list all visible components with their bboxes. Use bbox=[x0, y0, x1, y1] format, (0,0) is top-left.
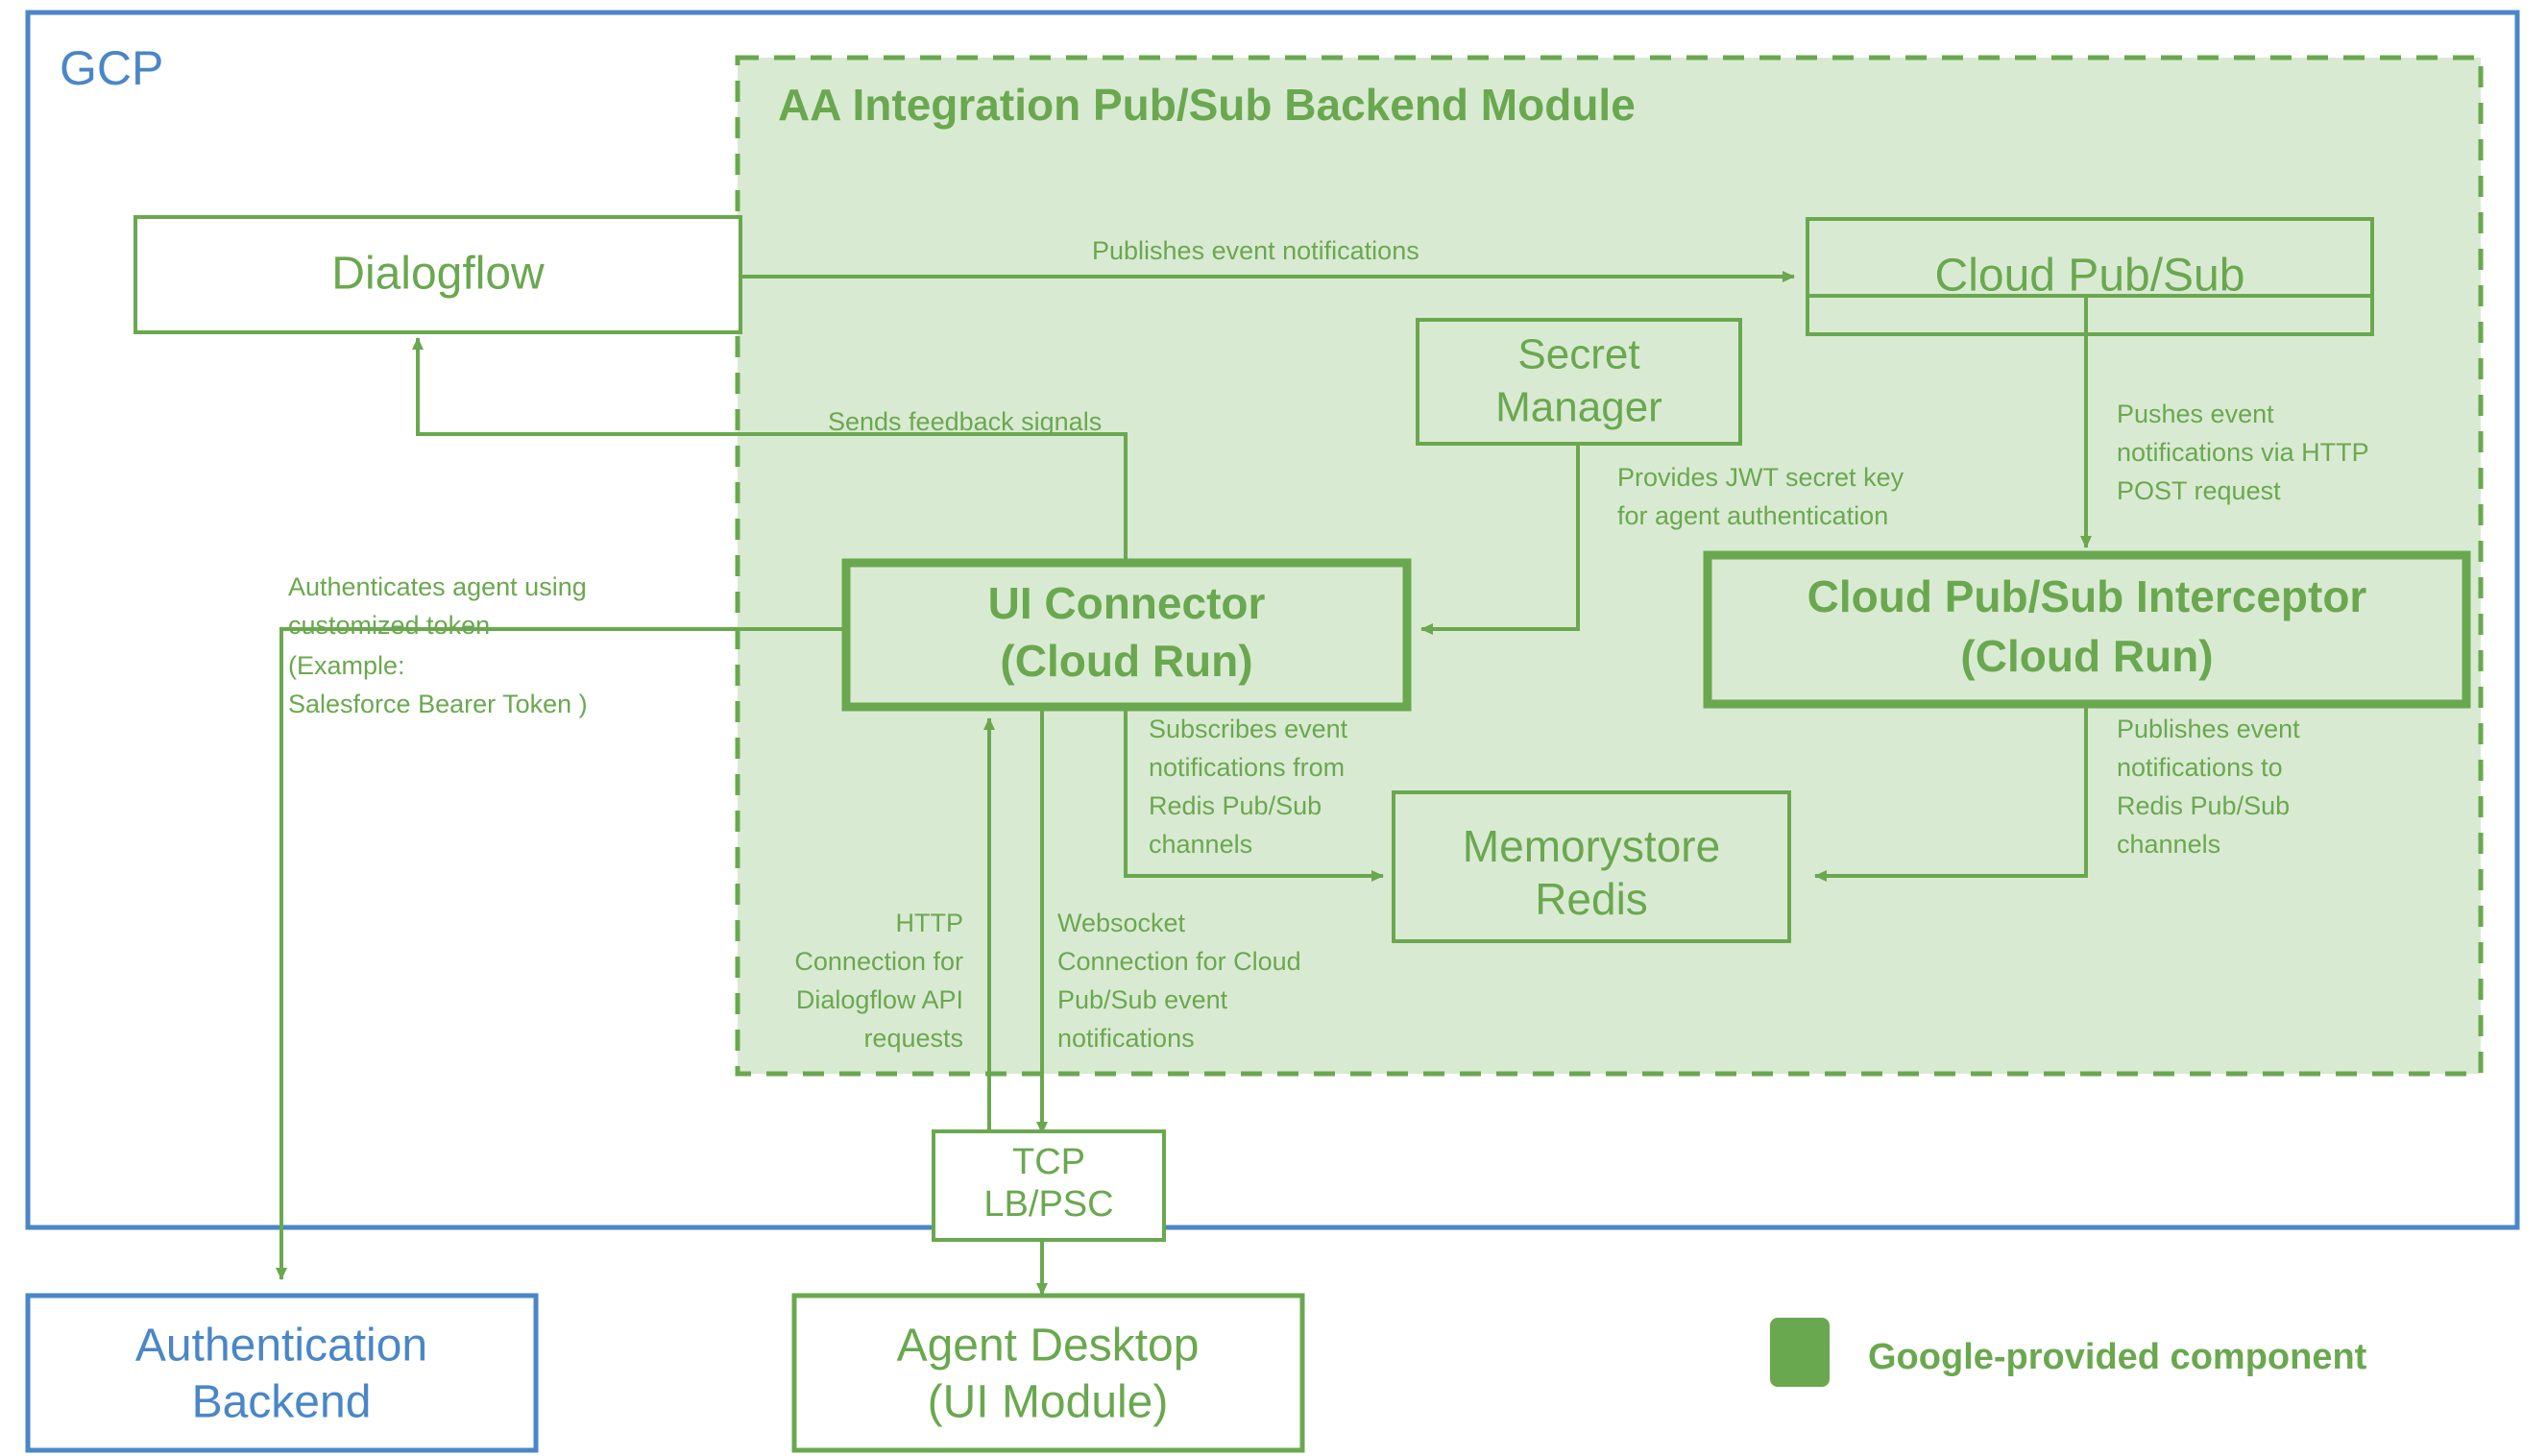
svg-text:channels: channels bbox=[2117, 830, 2220, 859]
node-cloud-pubsub[interactable]: Cloud Pub/Sub bbox=[1806, 217, 2374, 302]
svg-text:Salesforce Bearer Token ): Salesforce Bearer Token ) bbox=[288, 690, 588, 718]
svg-text:Connection for: Connection for bbox=[794, 947, 963, 976]
node-tcp-lb-psc[interactable]: TCP LB/PSC bbox=[932, 1129, 1166, 1242]
edge-label-websocket-connection: Websocket Connection for Cloud Pub/Sub e… bbox=[1057, 909, 1301, 1053]
svg-text:notifications via HTTP: notifications via HTTP bbox=[2117, 438, 2369, 467]
node-secret-manager-label-1: Secret bbox=[1517, 331, 1639, 378]
edge-uiconnector-to-authbackend bbox=[276, 627, 845, 1280]
svg-text:Redis Pub/Sub: Redis Pub/Sub bbox=[2117, 791, 2290, 820]
svg-text:POST request: POST request bbox=[2117, 476, 2281, 505]
svg-text:Connection for Cloud: Connection for Cloud bbox=[1057, 947, 1301, 976]
node-secret-manager[interactable]: Secret Manager bbox=[1416, 318, 1742, 446]
svg-text:Redis Pub/Sub: Redis Pub/Sub bbox=[1149, 791, 1322, 820]
svg-text:channels: channels bbox=[1149, 830, 1252, 859]
edge-label-pushes-event-http-post: Pushes event notifications via HTTP POST… bbox=[2117, 400, 2369, 505]
node-interceptor[interactable]: Cloud Pub/Sub Interceptor (Cloud Run) bbox=[1703, 550, 2471, 709]
node-ui-connector-label-2: (Cloud Run) bbox=[1000, 636, 1252, 686]
node-ui-connector-label-1: UI Connector bbox=[988, 578, 1266, 628]
svg-text:customized token: customized token bbox=[288, 611, 490, 640]
edge-label-sends-feedback-signals: Sends feedback signals bbox=[828, 407, 1102, 436]
node-secret-manager-label-2: Manager bbox=[1495, 384, 1662, 431]
node-auth-backend-label-2: Backend bbox=[192, 1377, 372, 1428]
gcp-label: GCP bbox=[60, 41, 163, 95]
edge-secretmanager-to-uiconnector bbox=[1420, 444, 1580, 635]
node-interceptor-label-1: Cloud Pub/Sub Interceptor bbox=[1807, 571, 2367, 621]
legend-label: Google-provided component bbox=[1868, 1337, 2367, 1377]
node-memorystore-redis-label-1: Memorystore bbox=[1463, 821, 1720, 871]
edge-uiconnector-to-memorystore bbox=[1124, 706, 1384, 882]
node-interceptor-label-2: (Cloud Run) bbox=[1960, 631, 2213, 681]
node-memorystore-redis[interactable]: Memorystore Redis bbox=[1392, 790, 1791, 943]
svg-text:notifications to: notifications to bbox=[2117, 753, 2283, 782]
edge-label-http-connection: HTTP Connection for Dialogflow API reque… bbox=[794, 909, 963, 1053]
edge-label-publishes-redis: Publishes event notifications to Redis P… bbox=[2117, 715, 2300, 859]
node-agent-desktop[interactable]: Agent Desktop (UI Module) bbox=[791, 1293, 1305, 1453]
node-cloud-pubsub-outline bbox=[1806, 217, 2374, 336]
svg-text:Dialogflow API: Dialogflow API bbox=[796, 985, 963, 1014]
svg-text:(Example:: (Example: bbox=[288, 651, 405, 680]
node-agent-desktop-label-2: (UI Module) bbox=[928, 1377, 1169, 1428]
svg-text:Sends feedback signals: Sends feedback signals bbox=[828, 407, 1102, 436]
svg-text:Pushes event: Pushes event bbox=[2117, 400, 2274, 428]
svg-text:Subscribes event: Subscribes event bbox=[1149, 715, 1348, 743]
node-ui-connector[interactable]: UI Connector (Cloud Run) bbox=[841, 558, 1412, 712]
svg-text:Authenticates agent using: Authenticates agent using bbox=[288, 572, 587, 601]
node-dialogflow[interactable]: Dialogflow bbox=[133, 215, 742, 334]
legend-swatch bbox=[1770, 1318, 1830, 1387]
svg-text:notifications from: notifications from bbox=[1149, 753, 1345, 782]
node-tcp-lb-psc-label-2: LB/PSC bbox=[983, 1184, 1113, 1225]
edge-label-provides-jwt: Provides JWT secret key for agent authen… bbox=[1617, 463, 1904, 530]
svg-text:for agent authentication: for agent authentication bbox=[1617, 501, 1888, 530]
svg-text:Websocket: Websocket bbox=[1057, 909, 1186, 937]
edge-label-authenticates-agent: Authenticates agent using customized tok… bbox=[288, 572, 588, 718]
module-title: AA Integration Pub/Sub Backend Module bbox=[778, 80, 1636, 130]
svg-text:Provides JWT secret key: Provides JWT secret key bbox=[1617, 463, 1904, 492]
svg-text:notifications: notifications bbox=[1057, 1024, 1195, 1053]
edge-label-publishes-event-notifications: Publishes event notifications bbox=[1092, 236, 1419, 265]
svg-text:requests: requests bbox=[863, 1024, 963, 1053]
svg-text:HTTP: HTTP bbox=[896, 909, 964, 937]
legend: Google-provided component bbox=[1770, 1318, 2367, 1387]
edge-interceptor-to-memorystore bbox=[1814, 704, 2088, 882]
gcp-boundary bbox=[25, 10, 2520, 1230]
svg-text:Pub/Sub event: Pub/Sub event bbox=[1057, 985, 1228, 1014]
edge-uiconnector-to-dialogflow bbox=[412, 337, 1128, 562]
node-cloud-pubsub-label: Cloud Pub/Sub bbox=[1935, 251, 2245, 302]
node-memorystore-redis-label-2: Redis bbox=[1535, 874, 1648, 924]
svg-text:Publishes event notifications: Publishes event notifications bbox=[1092, 236, 1419, 265]
node-tcp-lb-psc-label-1: TCP bbox=[1012, 1142, 1085, 1182]
edge-label-subscribes-redis: Subscribes event notifications from Redi… bbox=[1149, 715, 1348, 859]
node-auth-backend-label-1: Authentication bbox=[135, 1321, 427, 1371]
node-dialogflow-label: Dialogflow bbox=[331, 249, 545, 300]
svg-text:Publishes event: Publishes event bbox=[2117, 715, 2300, 743]
node-agent-desktop-label-1: Agent Desktop bbox=[897, 1321, 1200, 1371]
node-auth-backend[interactable]: Authentication Backend bbox=[25, 1293, 539, 1453]
